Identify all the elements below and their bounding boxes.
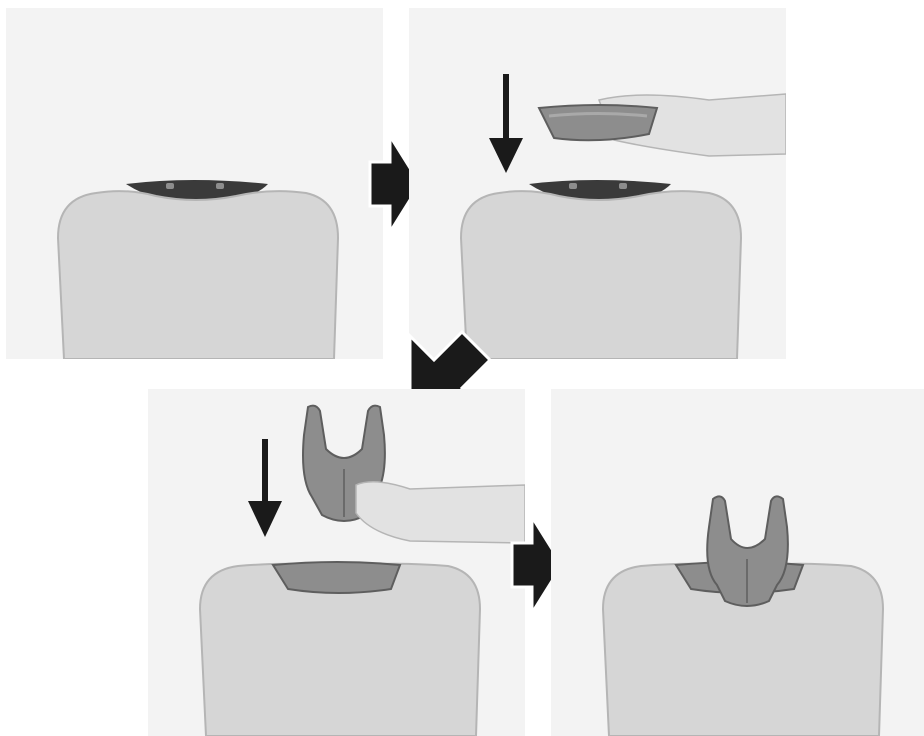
headrest-insertion-illustration (148, 389, 525, 736)
step-1-panel (6, 8, 383, 359)
step-3-panel (148, 389, 525, 736)
step-4-panel (551, 389, 924, 736)
seat-back-illustration (6, 8, 383, 359)
step-2-panel (409, 8, 786, 359)
adapter-insertion-illustration (409, 8, 786, 359)
headrest-installed-illustration (551, 389, 924, 736)
